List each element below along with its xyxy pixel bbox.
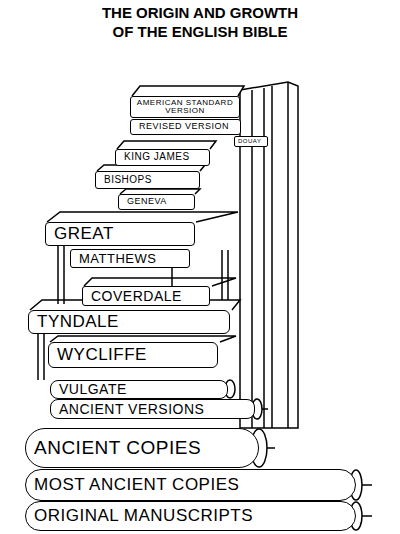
scroll-knob	[267, 447, 275, 449]
book-spine: MATTHEWS	[70, 249, 190, 268]
bookend-line	[287, 82, 289, 428]
book-spine: ANCIENT COPIES	[25, 428, 259, 468]
shelf-post	[43, 334, 45, 380]
book-top	[117, 141, 216, 149]
book-top	[132, 86, 244, 96]
book-title: REVISED VERSION	[139, 122, 229, 131]
shelf-post	[221, 250, 223, 300]
book-title: KING JAMES	[124, 152, 190, 163]
book-spine: ORIGINAL MANUSCRIPTS	[25, 501, 356, 531]
book-spine: ANCIENT VERSIONS	[50, 399, 255, 419]
shelf-post	[63, 246, 65, 304]
book-spine: VULGATE	[50, 380, 228, 399]
book-title: WYCLIFFE	[57, 346, 147, 364]
book-spine: TYNDALE	[28, 310, 230, 334]
book-title: MOST ANCIENT COPIES	[34, 476, 239, 494]
shelf-post	[57, 246, 59, 304]
shelf-post	[37, 334, 39, 380]
bookend-line	[271, 86, 273, 428]
scroll-knob	[362, 515, 372, 517]
diagram-title: THE ORIGIN AND GROWTH OF THE ENGLISH BIB…	[95, 4, 305, 42]
scroll-knob	[362, 484, 372, 486]
book-title: GREAT	[54, 225, 114, 243]
book-spine: WYCLIFFE	[48, 342, 218, 368]
book-spine: BISHOPS	[95, 171, 200, 189]
book-spine: REVISED VERSION	[130, 119, 241, 135]
book-title: GENEVA	[127, 197, 167, 206]
book-title: TYNDALE	[37, 313, 119, 331]
book-title: ORIGINAL MANUSCRIPTS	[34, 507, 253, 525]
book-title: ANCIENT COPIES	[34, 438, 201, 458]
book-spine: COVERDALE	[82, 286, 210, 306]
book-title: AMERICAN STANDARD VERSION	[136, 99, 234, 116]
book-title: DOUAY	[238, 138, 261, 144]
book-spine: GREAT	[45, 222, 195, 246]
book-spine: AMERICAN STANDARD VERSION	[130, 96, 240, 118]
book-spine: KING JAMES	[115, 149, 210, 166]
book-title: MATTHEWS	[79, 252, 156, 266]
book-title: ANCIENT VERSIONS	[59, 402, 204, 417]
shelf-post	[171, 268, 173, 286]
shelf-post	[227, 250, 229, 300]
book-spine: MOST ANCIENT COPIES	[25, 469, 356, 501]
book-title: BISHOPS	[104, 175, 152, 186]
book-top	[84, 278, 236, 286]
book-title: VULGATE	[59, 382, 127, 397]
book-top	[47, 212, 238, 222]
scroll-knob	[262, 408, 268, 410]
bookend	[240, 82, 298, 428]
book-title: COVERDALE	[91, 289, 182, 304]
book-spine: DOUAY	[234, 136, 268, 147]
book-spine: GENEVA	[118, 194, 195, 210]
